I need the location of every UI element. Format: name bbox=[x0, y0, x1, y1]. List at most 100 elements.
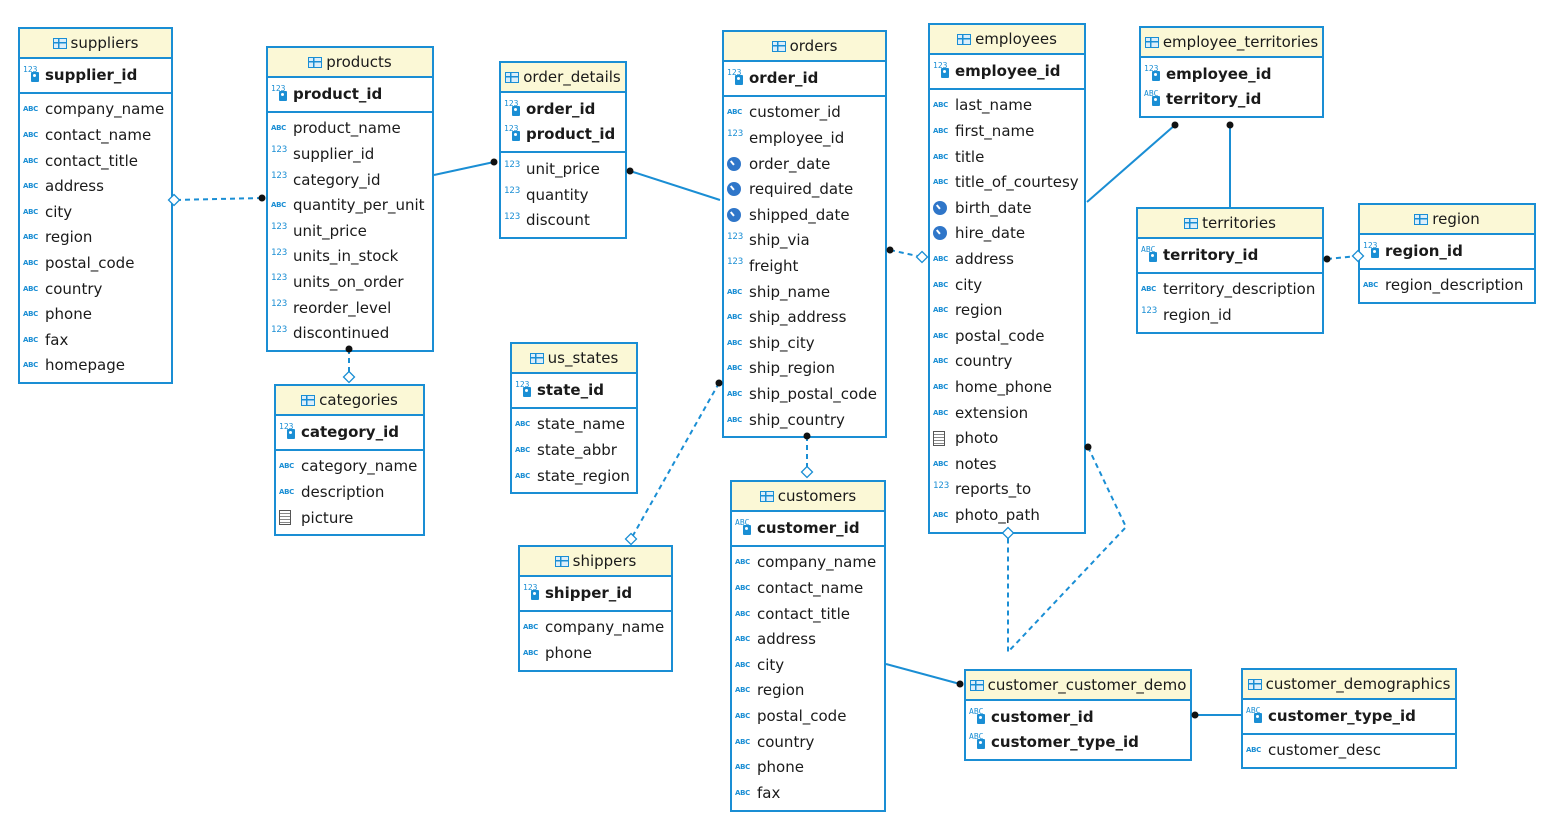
column-row[interactable]: birth_date bbox=[930, 195, 1084, 221]
entity-header[interactable]: shippers bbox=[520, 547, 671, 577]
relationship-line-employee-territories-to-employees[interactable] bbox=[1086, 124, 1176, 203]
entity-header[interactable]: products bbox=[268, 48, 432, 78]
relationship-line-products-to-suppliers[interactable] bbox=[173, 197, 263, 201]
entity-header[interactable]: customers bbox=[732, 482, 884, 512]
column-row[interactable]: picture bbox=[276, 505, 423, 531]
entity-header[interactable]: order_details bbox=[501, 63, 625, 93]
relationship-line-orders-to-employees[interactable] bbox=[889, 249, 923, 258]
relationship-line-orders-to-shippers[interactable] bbox=[630, 382, 720, 540]
relationship-line-territories-to-region[interactable] bbox=[1326, 255, 1359, 260]
relationship-line-customer-customer-demo-to-customers[interactable] bbox=[885, 663, 961, 685]
column-row[interactable]: order_date bbox=[724, 151, 885, 177]
entity-header[interactable]: customer_customer_demo bbox=[966, 671, 1190, 701]
entity-header[interactable]: employees bbox=[930, 25, 1084, 55]
entity-header[interactable]: suppliers bbox=[20, 29, 171, 59]
entity-header[interactable]: territories bbox=[1138, 209, 1322, 239]
entity-header[interactable]: region bbox=[1360, 205, 1534, 235]
entity-header[interactable]: categories bbox=[276, 386, 423, 416]
column-row[interactable]: photo bbox=[930, 425, 1084, 451]
column-row[interactable]: hire_date bbox=[930, 221, 1084, 247]
relationship-line-order-details-to-products[interactable] bbox=[433, 161, 495, 176]
entity-header[interactable]: us_states bbox=[512, 344, 636, 374]
